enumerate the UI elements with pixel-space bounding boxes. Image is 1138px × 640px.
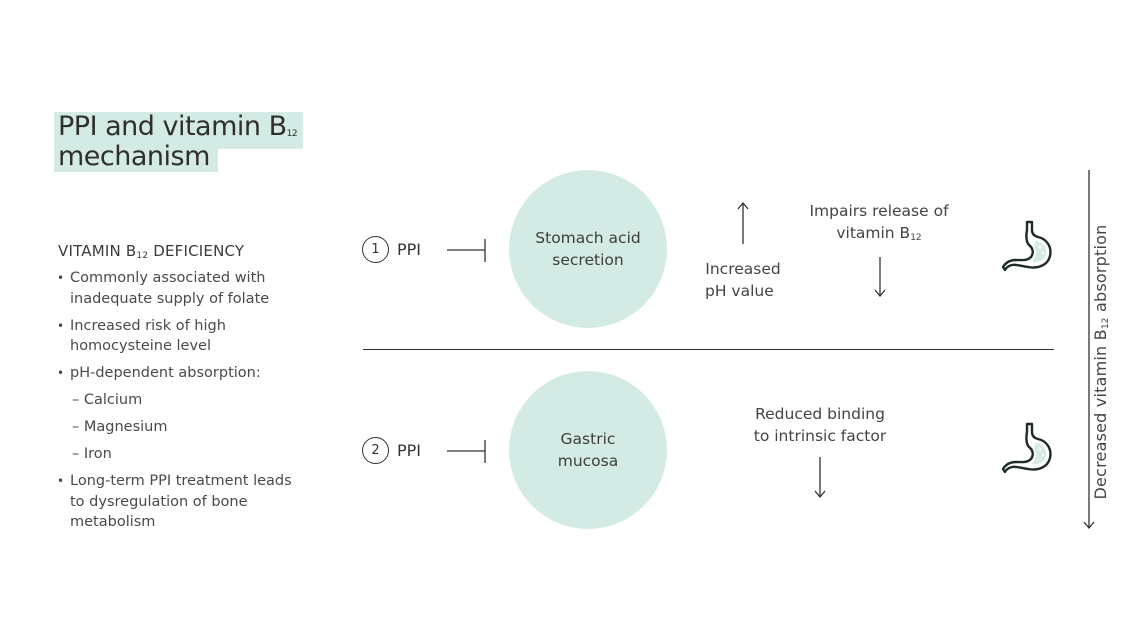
step-number-1: 1 [362, 236, 389, 263]
gastric-mucosa-circle: Gastric mucosa [509, 371, 667, 529]
outcome-label: Decreased vitamin B12 absorption [1091, 225, 1111, 500]
list-item: Commonly associated with inadequate supp… [57, 268, 298, 309]
circle-line: mucosa [557, 452, 619, 470]
ppi-label-1: PPI [397, 240, 422, 259]
effect-line: Increased [705, 260, 781, 278]
result-line: Reduced binding [755, 405, 885, 423]
circle-line: Stomach acid [535, 229, 641, 247]
result-line: to intrinsic factor [753, 427, 887, 445]
list-item: Increased risk of high homocysteine leve… [57, 316, 298, 357]
deficiency-heading: VITAMIN B12 DEFICIENCY [58, 242, 244, 261]
outcome-arrow-icon [1083, 170, 1095, 530]
deficiency-list: Commonly associated with inadequate supp… [57, 268, 298, 539]
effect-text: Increased pH value [695, 258, 791, 302]
deficiency-heading-suffix: DEFICIENCY [148, 242, 245, 260]
stomach-acid-circle: Stomach acid secretion [509, 170, 667, 328]
deficiency-heading-text: VITAMIN B [58, 242, 137, 260]
outcome-label-subscript: 12 [1101, 317, 1111, 330]
deficiency-heading-subscript: 12 [136, 251, 149, 261]
stomach-icon [1001, 220, 1052, 272]
effect-line: pH value [705, 282, 774, 300]
stomach-icon [1001, 422, 1052, 474]
circle-line: secretion [552, 251, 624, 269]
title-subscript: 12 [286, 129, 298, 139]
sub-list-item: – Iron [72, 446, 112, 462]
ppi-label-2: PPI [397, 441, 422, 460]
step-number-2: 2 [362, 437, 389, 464]
result-subscript: 12 [910, 233, 922, 243]
arrow-down-icon [874, 257, 886, 298]
outcome-label-suffix: absorption [1091, 224, 1110, 318]
sub-list-item: – Calcium [72, 392, 143, 408]
circle-text: Gastric mucosa [558, 428, 619, 472]
list-item: Long-term PPI treatment leads to dysregu… [57, 471, 298, 533]
circle-text: Stomach acid secretion [535, 227, 640, 271]
divider [363, 349, 1054, 351]
result-line: vitamin B12 [799, 222, 959, 249]
result-text-1: Impairs release of vitamin B12 [799, 200, 959, 249]
inhibition-icon [447, 440, 486, 463]
page-title-line-2: mechanism [54, 142, 218, 172]
result-line: Impairs release of [809, 202, 949, 220]
arrow-down-icon [814, 457, 826, 499]
title-text-2: mechanism [58, 141, 210, 172]
result-line-text: vitamin B [836, 224, 911, 242]
arrow-up-icon [737, 201, 749, 244]
result-text-2: Reduced binding to intrinsic factor [735, 403, 905, 447]
circle-line: Gastric [560, 430, 616, 448]
title-text: PPI and vitamin B [58, 111, 287, 142]
sub-list-item: – Magnesium [72, 419, 168, 435]
outcome-label-text: Decreased vitamin B [1091, 329, 1110, 500]
list-item: pH-dependent absorption: [57, 363, 298, 384]
inhibition-icon [447, 239, 486, 262]
